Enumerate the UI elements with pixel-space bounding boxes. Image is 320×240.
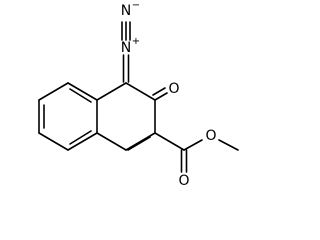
bond-c4a-c8a: [67, 82, 98, 101]
structure-diagram: N − N + O O O: [38, 0, 239, 189]
bond-c1-c2: [125, 82, 156, 101]
atom-label-ester-ether-o: O: [205, 128, 216, 144]
bond-oether-ch3: [218, 139, 239, 151]
bond-c7-c6: [38, 132, 69, 151]
bond-c3-c4-double: [127, 136, 151, 151]
bond-c8a-c8: [38, 82, 69, 101]
bond-c2-o-a: [154, 92, 168, 101]
bond-c3-cester: [154, 132, 185, 151]
atom-label-n-minus: N: [121, 3, 131, 19]
bond-inner-2: [69, 130, 92, 145]
charge-minus: −: [132, 0, 140, 11]
bond-cester-oether: [183, 139, 203, 151]
atom-label-ester-carbonyl-o: O: [178, 173, 189, 189]
bond-c4-c5: [96, 132, 127, 151]
atom-label-ketone-o: O: [168, 81, 179, 97]
charge-plus: +: [132, 36, 140, 47]
bond-c3-c4: [125, 132, 156, 151]
bond-inner-3: [69, 88, 92, 103]
atom-label-n-plus: N: [121, 40, 131, 56]
bond-c2-o-b: [152, 87, 166, 96]
bond-c6-c5: [67, 132, 98, 151]
bond-c8a-c1: [96, 82, 127, 101]
